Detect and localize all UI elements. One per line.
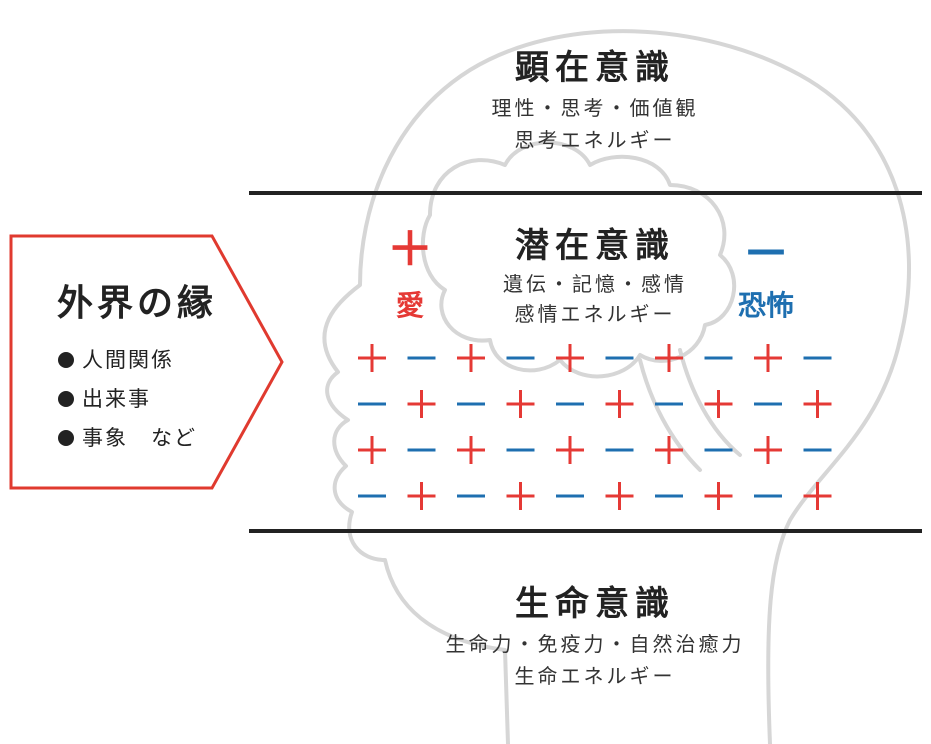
minus-symbol: —: [746, 227, 786, 273]
plus-sign-icon: [506, 482, 535, 510]
bullet-dot-icon: [58, 391, 74, 407]
plus-sign-icon: [358, 436, 386, 464]
plus-sign-icon: [754, 344, 782, 372]
plus-sign-icon: [457, 436, 485, 464]
outer-title: 外界の縁: [56, 283, 217, 324]
plus-sign-icon: [803, 482, 832, 510]
outer-item: 出来事: [58, 383, 151, 413]
brainstem-outline: [638, 348, 742, 472]
plus-sign-icon: [704, 482, 733, 510]
fear-label: 恐怖: [737, 289, 794, 322]
life-divider: [249, 529, 922, 533]
plus-sign-icon: [407, 390, 436, 418]
plus-sign-icon: [407, 482, 436, 510]
plus-sign-icon: [704, 390, 733, 418]
plus-sign-icon: [655, 436, 683, 464]
love-label: 愛: [395, 289, 424, 322]
subconscious-title: 潜在意識: [515, 226, 675, 266]
life-title: 生命意識: [515, 584, 675, 624]
bullet-dot-icon: [58, 430, 74, 446]
plus-symbol: ＋: [387, 222, 433, 276]
subconscious-energy: 感情エネルギー: [514, 302, 676, 326]
plus-sign-icon: [605, 482, 634, 510]
bullet-dot-icon: [58, 352, 74, 368]
conscious-divider: [249, 191, 922, 195]
head-outline: [322, 29, 911, 744]
outer-item: 人間関係: [58, 344, 174, 374]
outer-arrow-shape: [9, 234, 284, 490]
plus-sign-icon: [655, 344, 683, 372]
outer-item: 事象 など: [58, 422, 197, 452]
plus-sign-icon: [457, 344, 485, 372]
subconscious-attributes: 遺伝・記憶・感情: [503, 272, 687, 296]
plus-sign-icon: [754, 436, 782, 464]
plus-sign-icon: [556, 436, 584, 464]
plus-sign-icon: [358, 344, 386, 372]
conscious-title: 顕在意識: [515, 48, 675, 88]
plus-sign-icon: [556, 344, 584, 372]
plus-sign-icon: [506, 390, 535, 418]
life-energy: 生命エネルギー: [514, 664, 676, 688]
plus-sign-icon: [803, 390, 832, 418]
brain-outline: [420, 140, 737, 379]
plus-sign-icon: [605, 390, 634, 418]
life-attributes: 生命力・免疫力・自然治癒力: [445, 632, 745, 656]
conscious-energy: 思考エネルギー: [514, 128, 676, 152]
conscious-attributes: 理性・思考・価値観: [491, 96, 699, 120]
